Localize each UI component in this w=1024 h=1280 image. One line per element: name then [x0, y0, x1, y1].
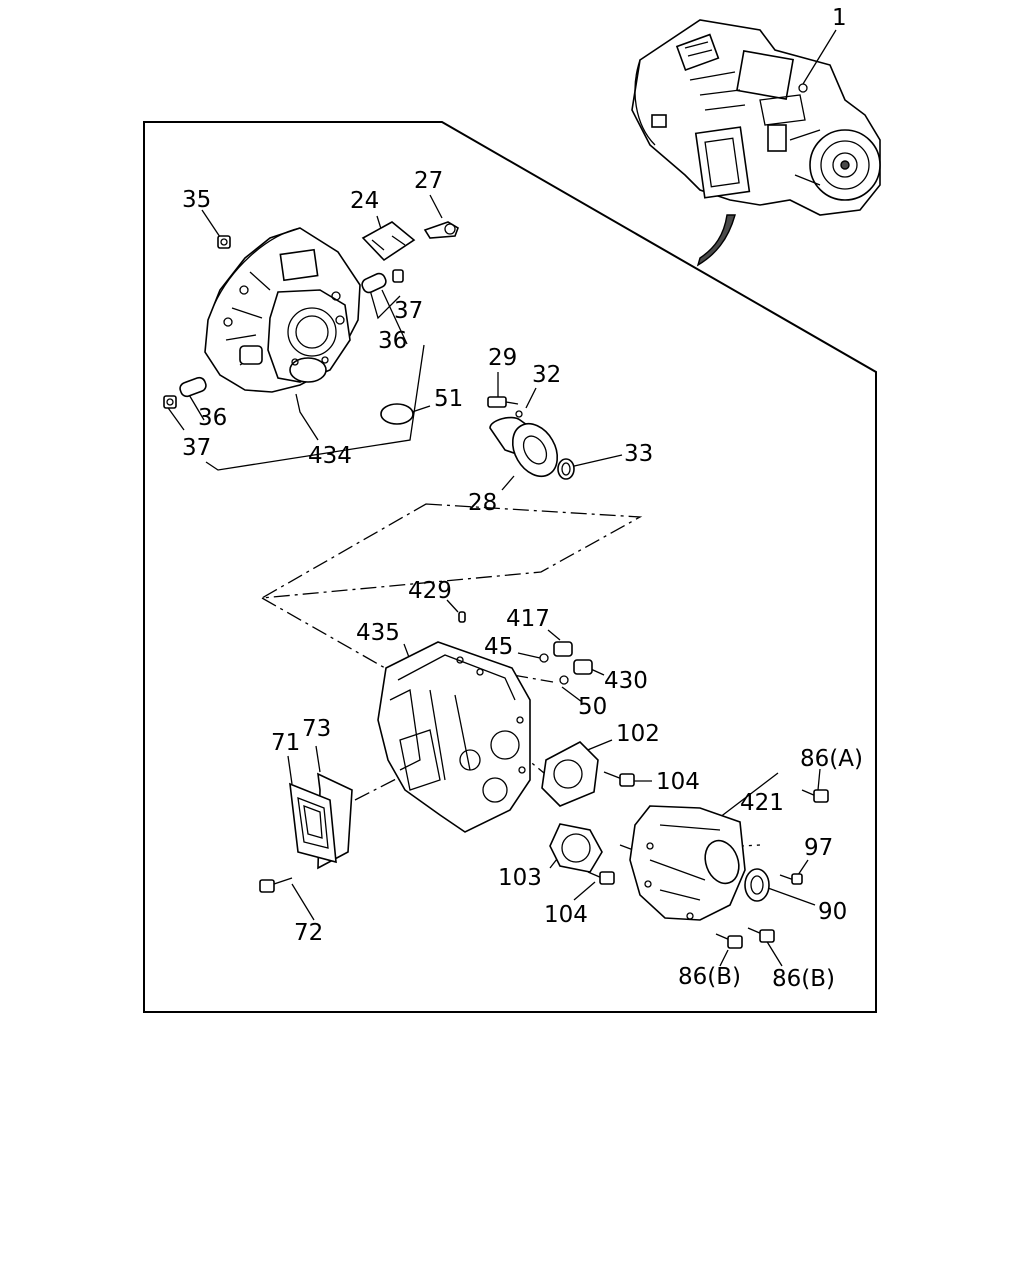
callout-29: 29 [488, 345, 517, 371]
transmission-case [377, 611, 531, 833]
callout-86b-left: 86(B) [678, 964, 741, 990]
callout-104-upper: 104 [656, 769, 700, 795]
callout-36-upper: 36 [378, 328, 407, 354]
callout-102: 102 [616, 721, 660, 747]
callout-417: 417 [506, 606, 550, 632]
callout-86b-right: 86(B) [772, 966, 835, 992]
callout-35: 35 [182, 187, 211, 213]
callout-28: 28 [468, 490, 497, 516]
callout-90: 90 [818, 899, 847, 925]
diagram-frame [143, 121, 877, 1013]
bolt-86b-right [747, 927, 775, 943]
callout-103: 103 [498, 865, 542, 891]
bolt-72 [259, 877, 293, 893]
callout-36-lower: 36 [198, 405, 227, 431]
small-hardware-upper-left [163, 221, 459, 425]
bolt-104-lower [587, 871, 615, 885]
callout-421: 421 [740, 790, 784, 816]
callout-50: 50 [578, 694, 607, 720]
callout-435: 435 [356, 620, 400, 646]
callout-labels: 1 24 27 35 37 36 36 37 434 51 29 32 33 2… [182, 5, 863, 992]
callout-434: 434 [308, 443, 352, 469]
callout-72: 72 [294, 920, 323, 946]
bolt-104-upper [603, 771, 635, 787]
rear-extension-housing [629, 805, 770, 921]
callout-37-lower: 37 [182, 435, 211, 461]
callout-45: 45 [484, 634, 513, 660]
bolt-97 [779, 873, 803, 885]
callout-24: 24 [350, 188, 379, 214]
callout-33: 33 [624, 441, 653, 467]
bolt-86b-left [715, 933, 743, 949]
clutch-housing-plate [204, 227, 361, 393]
callout-1: 1 [832, 5, 847, 31]
gaskets [541, 741, 603, 873]
callout-71: 71 [271, 730, 300, 756]
callout-27: 27 [414, 168, 443, 194]
callout-37-upper: 37 [394, 298, 423, 324]
side-cover-and-gasket [289, 772, 353, 870]
callout-32: 32 [532, 362, 561, 388]
bolt-86a [801, 789, 829, 803]
callout-86a: 86(A) [800, 746, 863, 772]
callout-430: 430 [604, 668, 648, 694]
bearing-retainer [487, 396, 575, 480]
case-hardware [539, 641, 593, 685]
transmission-assembly-illustration [631, 19, 881, 267]
callout-73: 73 [302, 716, 331, 742]
callout-97: 97 [804, 835, 833, 861]
callout-104-lower: 104 [544, 902, 588, 928]
bolts [259, 771, 829, 949]
callout-51: 51 [434, 386, 463, 412]
callout-429: 429 [408, 578, 452, 604]
